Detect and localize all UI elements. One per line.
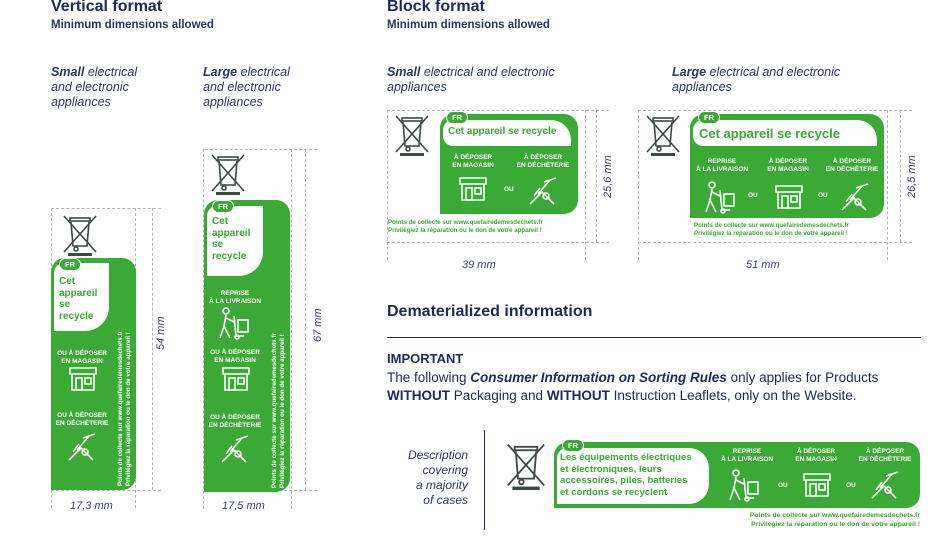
- fr-badge: FR: [562, 439, 584, 452]
- ou-label: OU: [748, 192, 758, 199]
- vertical-large-width: 17,5 mm: [222, 500, 265, 512]
- store-icon: [802, 472, 832, 498]
- recycling-drop-icon: [526, 174, 560, 208]
- vertical-large-height: 67 mm: [312, 308, 324, 342]
- block-small-caption: Small electrical and electronic applianc…: [387, 65, 555, 94]
- caption-divider: [484, 430, 485, 530]
- block-format-title: Block format: [387, 0, 485, 15]
- vertical-small-height: 54 mm: [155, 316, 167, 350]
- crossed-bin-icon: [502, 440, 550, 490]
- vertical-large-caption: Large electrical and electronic applianc…: [203, 65, 290, 109]
- logo-title: Cet appareil se recycle: [448, 126, 557, 137]
- logo-title: Cet appareil se recycle: [699, 126, 840, 141]
- crossed-bin-icon: [60, 212, 100, 256]
- divider: [387, 337, 921, 338]
- block-large-width: 51 mm: [746, 259, 780, 271]
- block-large-footer: Points de collecte sur www.quefairedemes…: [694, 222, 849, 237]
- important-label: IMPORTANT: [387, 351, 464, 366]
- vertical-small-width: 17,3 mm: [70, 500, 113, 512]
- crossed-bin-icon: [643, 112, 683, 156]
- vertical-footer: Points de collecte sur www.quefairedemes…: [271, 333, 286, 488]
- delivery-icon: [728, 468, 764, 502]
- ou-label: OU: [818, 192, 828, 199]
- important-text: The following Consumer Information on So…: [387, 370, 879, 403]
- fr-badge: FR: [212, 200, 234, 213]
- crossed-bin-icon: [392, 112, 432, 156]
- recycling-drop-icon: [868, 468, 902, 502]
- ou-label: OU: [846, 482, 856, 489]
- crossed-bin-icon: [208, 151, 248, 195]
- block-format-subtitle: Minimum dimensions allowed: [387, 19, 550, 31]
- block-small-width: 39 mm: [462, 259, 496, 271]
- fr-badge: FR: [59, 258, 81, 271]
- store-icon: [221, 366, 251, 392]
- fr-badge: FR: [446, 111, 468, 124]
- recycling-drop-icon: [65, 430, 99, 464]
- block-large-caption: Large electrical and electronic applianc…: [672, 65, 841, 94]
- store-icon: [68, 366, 98, 392]
- fr-badge: FR: [698, 111, 720, 124]
- dematerialized-title: Dematerialized information: [387, 303, 593, 320]
- store-icon: [774, 184, 804, 210]
- vertical-format-subtitle: Minimum dimensions allowed: [51, 19, 214, 31]
- store-icon: [458, 176, 488, 202]
- wide-footer: Points de collecte sur www.quefairedemes…: [749, 512, 920, 528]
- block-small-height: 25,6 mm: [602, 155, 614, 198]
- vertical-footer: Points de collecte sur www.quefairedemes…: [117, 331, 132, 486]
- vertical-format-title: Vertical format: [51, 0, 163, 15]
- ou-label: OU: [504, 186, 514, 193]
- delivery-icon: [704, 180, 740, 214]
- delivery-icon: [218, 306, 254, 340]
- recycling-drop-icon: [218, 432, 252, 466]
- block-large-height: 26,5 mm: [906, 155, 918, 198]
- ou-label: OU: [778, 482, 788, 489]
- block-small-footer: Points de collecte sur www.quefairedemes…: [388, 219, 543, 234]
- vertical-small-caption: Small electrical and electronic applianc…: [51, 65, 138, 109]
- recycling-drop-icon: [838, 180, 872, 214]
